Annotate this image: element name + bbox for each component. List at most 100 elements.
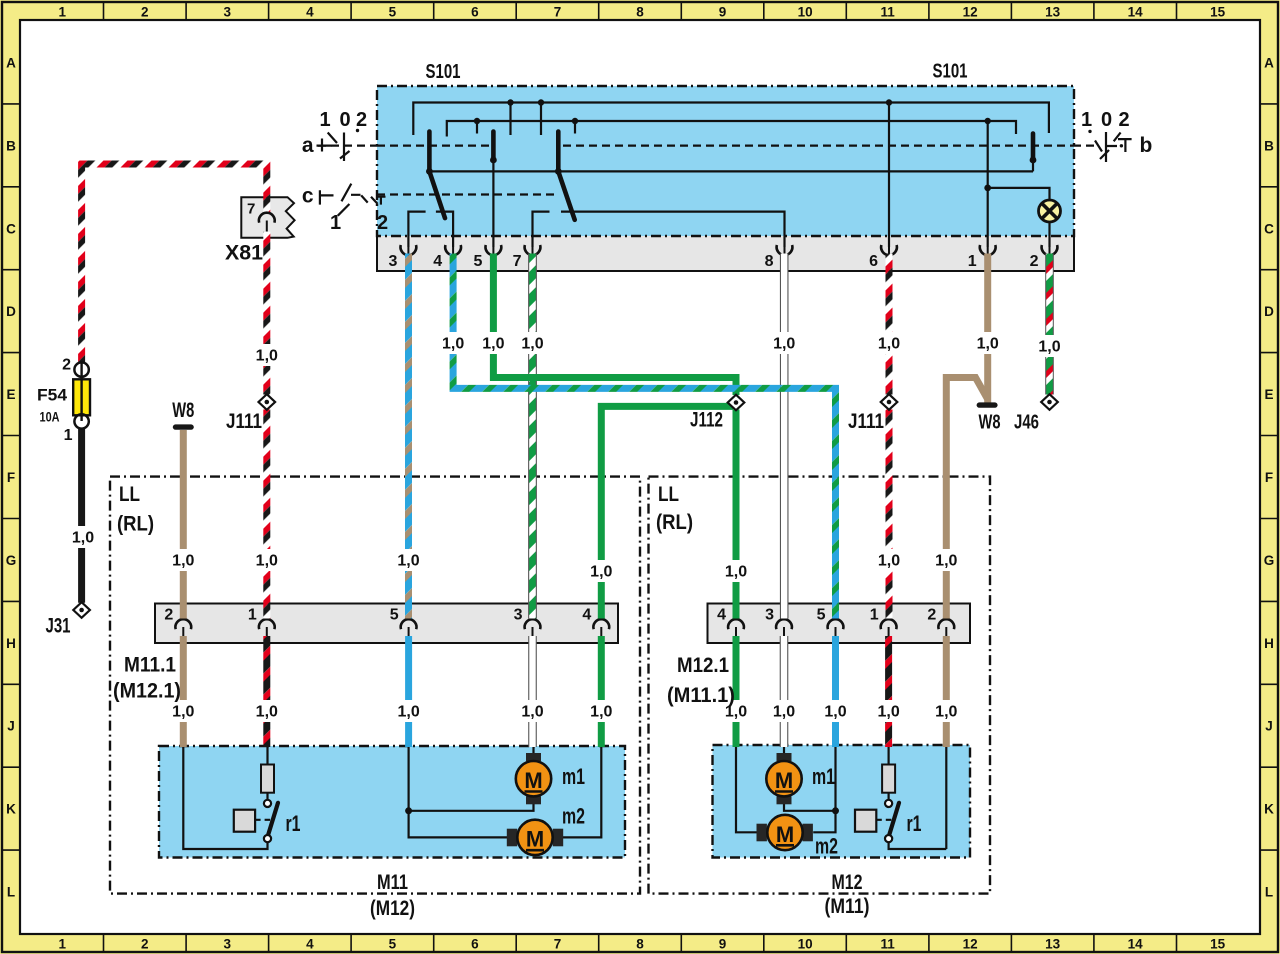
svg-text:2: 2	[927, 607, 936, 624]
svg-text:M: M	[526, 827, 544, 852]
svg-text:1: 1	[248, 607, 257, 624]
svg-text:5: 5	[389, 5, 397, 20]
svg-text:8: 8	[636, 937, 644, 952]
svg-text:K: K	[6, 802, 16, 817]
svg-text:1,0: 1,0	[256, 704, 278, 721]
svg-text:1,0: 1,0	[590, 704, 612, 721]
svg-text:1,0: 1,0	[172, 704, 194, 721]
svg-text:(RL): (RL)	[656, 511, 693, 534]
svg-text:E: E	[1264, 387, 1273, 402]
svg-text:10A: 10A	[40, 410, 60, 425]
svg-text:1,0: 1,0	[877, 704, 899, 721]
svg-text:3: 3	[514, 607, 523, 624]
svg-text:1,0: 1,0	[824, 704, 846, 721]
svg-text:B: B	[6, 138, 16, 153]
svg-text:1: 1	[59, 937, 67, 952]
svg-text:(M12): (M12)	[370, 897, 415, 920]
svg-text:LL: LL	[119, 483, 140, 506]
svg-text:M11: M11	[377, 871, 408, 894]
svg-text:D: D	[6, 304, 16, 319]
svg-text:1,0: 1,0	[442, 336, 464, 353]
svg-text:8: 8	[636, 5, 644, 20]
svg-text:4: 4	[306, 5, 314, 20]
svg-text:LL: LL	[658, 483, 679, 506]
svg-text:4: 4	[717, 607, 726, 624]
svg-text:C: C	[6, 221, 16, 236]
svg-text:1,0: 1,0	[1038, 339, 1060, 356]
svg-text:1: 1	[59, 5, 67, 20]
svg-text:1: 1	[870, 607, 879, 624]
svg-text:5: 5	[390, 607, 399, 624]
svg-text:m1: m1	[562, 764, 585, 789]
svg-text:7: 7	[513, 253, 522, 270]
svg-text:L: L	[7, 885, 15, 900]
svg-text:W8: W8	[172, 399, 194, 422]
svg-text:2: 2	[62, 357, 71, 374]
svg-text:5: 5	[817, 607, 826, 624]
svg-text:8: 8	[765, 253, 774, 270]
svg-text:9: 9	[719, 5, 727, 20]
svg-text:J111: J111	[848, 410, 884, 433]
svg-text:1,0: 1,0	[482, 336, 504, 353]
svg-text:M12: M12	[832, 871, 863, 894]
svg-text:0: 0	[1101, 109, 1112, 131]
svg-text:15: 15	[1210, 5, 1226, 20]
svg-text:1,0: 1,0	[521, 704, 543, 721]
svg-text:5: 5	[473, 253, 482, 270]
svg-text:1: 1	[319, 109, 330, 131]
svg-text:6: 6	[869, 253, 878, 270]
svg-text:1,0: 1,0	[521, 336, 543, 353]
svg-text:G: G	[6, 553, 17, 568]
svg-text:r1: r1	[286, 811, 301, 836]
svg-text:D: D	[1264, 304, 1274, 319]
svg-text:14: 14	[1128, 5, 1144, 20]
svg-text:J111: J111	[226, 410, 262, 433]
svg-text:10: 10	[798, 5, 813, 20]
svg-text:7: 7	[554, 5, 562, 20]
svg-text:1,0: 1,0	[977, 336, 999, 353]
svg-text:(M11): (M11)	[825, 895, 870, 918]
svg-text:1,0: 1,0	[397, 704, 419, 721]
svg-text:10: 10	[798, 937, 813, 952]
svg-text:K: K	[1264, 802, 1274, 817]
svg-text:3: 3	[224, 937, 232, 952]
svg-text:M: M	[524, 768, 542, 793]
svg-text:G: G	[1264, 553, 1275, 568]
svg-text:7: 7	[247, 201, 255, 218]
svg-text:2: 2	[1118, 109, 1129, 131]
svg-text:E: E	[6, 387, 15, 402]
svg-text:m1: m1	[812, 764, 835, 789]
svg-text:4: 4	[433, 253, 442, 270]
svg-text:15: 15	[1210, 937, 1226, 952]
svg-text:(M11.1): (M11.1)	[667, 684, 735, 707]
svg-text:J: J	[1265, 719, 1273, 734]
svg-text:1,0: 1,0	[773, 704, 795, 721]
svg-text:(M12.1): (M12.1)	[113, 680, 181, 703]
svg-text:9: 9	[719, 937, 727, 952]
svg-text:1: 1	[1081, 109, 1092, 131]
svg-text:M: M	[775, 768, 793, 793]
svg-text:1,0: 1,0	[773, 336, 795, 353]
svg-text:1,0: 1,0	[590, 564, 612, 581]
svg-text:1,0: 1,0	[172, 553, 194, 570]
svg-text:1,0: 1,0	[256, 348, 278, 365]
svg-text:4: 4	[306, 937, 314, 952]
svg-text:S101: S101	[933, 61, 968, 83]
svg-text:1: 1	[330, 212, 341, 234]
svg-text:m2: m2	[562, 804, 585, 829]
svg-text:C: C	[1264, 221, 1274, 236]
svg-text:13: 13	[1045, 937, 1061, 952]
svg-text:1,0: 1,0	[72, 530, 94, 547]
svg-text:b: b	[1140, 134, 1153, 157]
svg-text:F: F	[1265, 470, 1273, 485]
svg-text:1,0: 1,0	[935, 704, 957, 721]
svg-text:F: F	[7, 470, 15, 485]
svg-text:1: 1	[968, 253, 977, 270]
svg-text:2: 2	[377, 212, 388, 234]
svg-text:A: A	[6, 56, 16, 71]
svg-text:S101: S101	[426, 61, 461, 83]
svg-text:0: 0	[339, 109, 350, 131]
svg-text:11: 11	[880, 5, 895, 20]
svg-text:12: 12	[963, 5, 978, 20]
svg-text:2: 2	[1030, 253, 1039, 270]
